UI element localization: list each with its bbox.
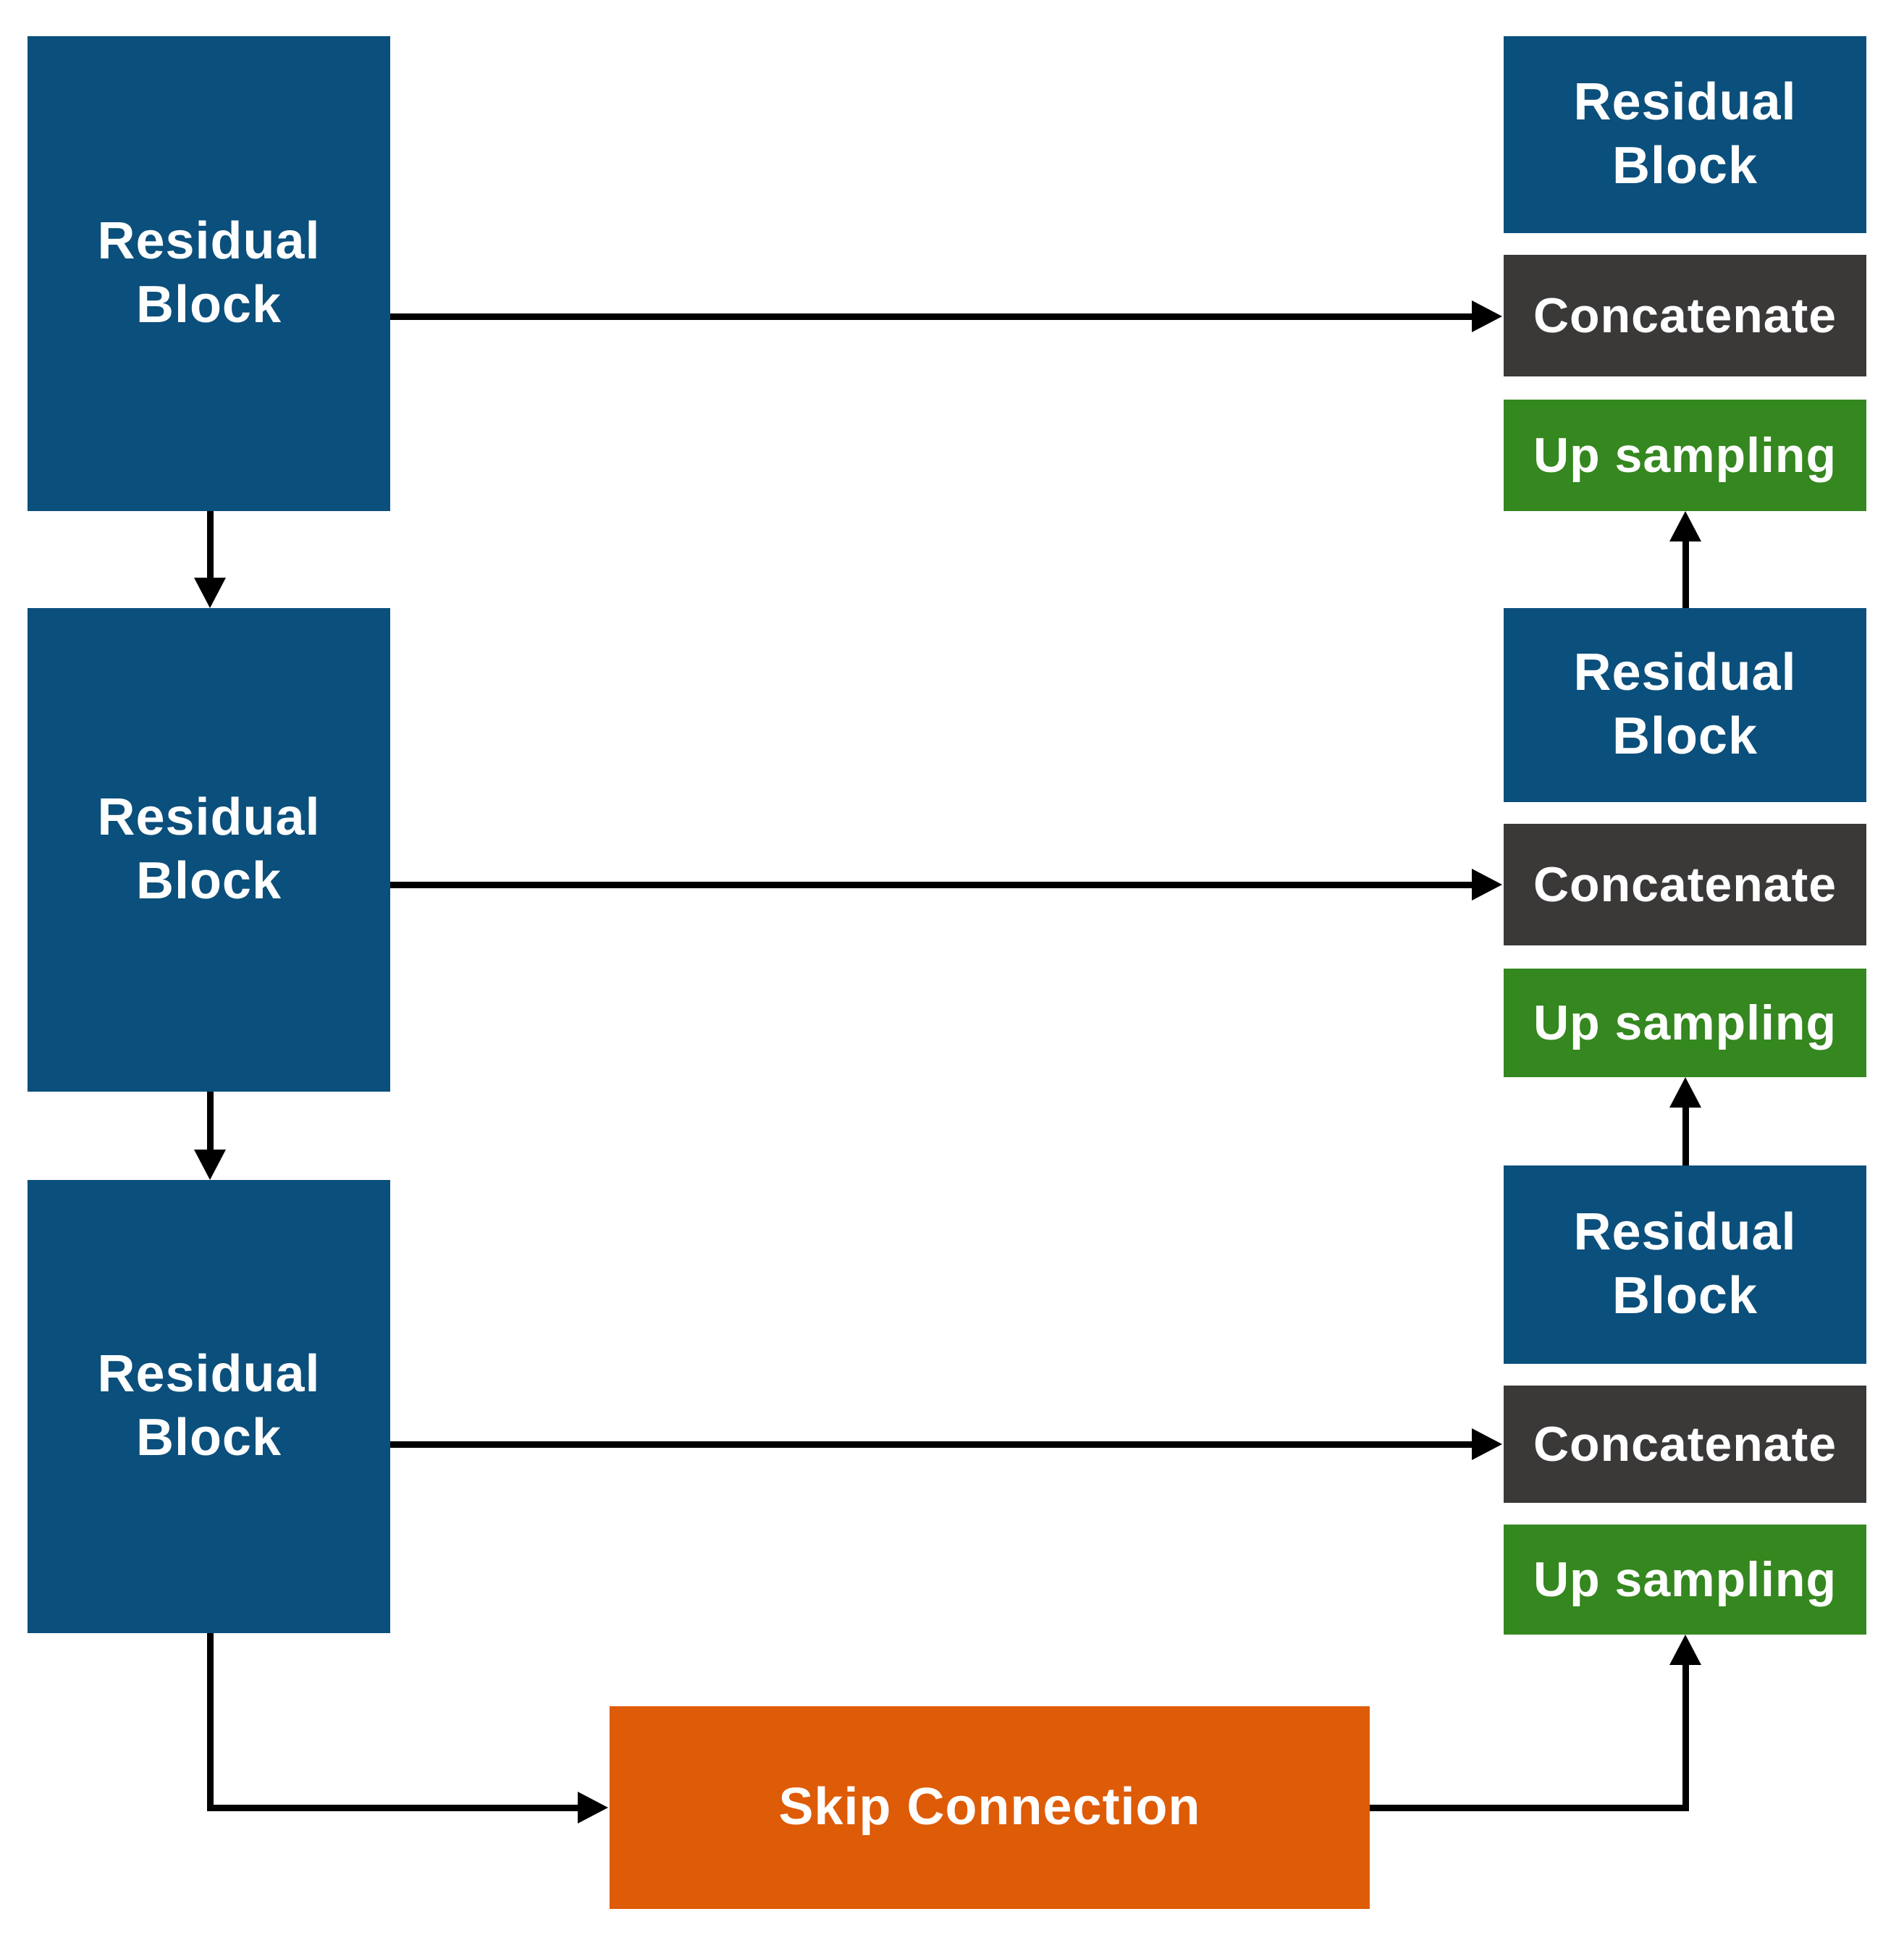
concatenate-box-1: Concatenate [1504,255,1866,376]
decoder-residual-block-2-label: Residual Block [1573,644,1797,765]
arrow-shaft [1682,1664,1689,1811]
encoder-residual-block-2-label: Residual Block [97,788,321,910]
arrow-head-down-icon [194,578,226,608]
concatenate-box-2: Concatenate [1504,824,1866,945]
arrow-shaft [390,313,1473,320]
concatenate-box-2-label: Concatenate [1533,856,1837,912]
arrow-shaft [207,1805,579,1811]
encoder-residual-block-3: Residual Block [28,1180,390,1633]
arrow-head-down-icon [194,1150,226,1180]
arrow-shaft [207,1633,214,1811]
decoder-residual-block-3-label: Residual Block [1573,1203,1797,1325]
up-sampling-box-3-label: Up sampling [1533,1551,1837,1607]
concatenate-box-1-label: Concatenate [1533,287,1837,343]
arrow-head-up-icon [1669,1635,1701,1665]
arrow-shaft [1682,540,1689,608]
decoder-residual-block-2: Residual Block [1504,608,1866,802]
skip-connection-box: Skip Connection [610,1706,1370,1909]
arrow-shaft [1682,1106,1689,1165]
up-sampling-box-1: Up sampling [1504,400,1866,511]
encoder-residual-block-1: Residual Block [28,36,390,511]
up-sampling-box-1-label: Up sampling [1533,427,1837,483]
up-sampling-box-3: Up sampling [1504,1525,1866,1635]
up-sampling-box-2-label: Up sampling [1533,995,1837,1050]
arrow-head-up-icon [1669,1077,1701,1108]
arrow-head-up-icon [1669,511,1701,541]
arrow-shaft [1370,1805,1689,1811]
arrow-shaft [207,1092,214,1151]
arrow-head-right-icon [1472,1428,1502,1460]
decoder-residual-block-1: Residual Block [1504,36,1866,233]
concatenate-box-3: Concatenate [1504,1386,1866,1503]
arrow-shaft [390,1441,1473,1448]
encoder-residual-block-1-label: Residual Block [97,212,321,334]
arrow-head-right-icon [1472,869,1502,901]
encoder-residual-block-2: Residual Block [28,608,390,1092]
concatenate-box-3-label: Concatenate [1533,1416,1837,1472]
arrow-shaft [207,511,214,581]
encoder-residual-block-3-label: Residual Block [97,1345,321,1467]
skip-connection-label: Skip Connection [778,1778,1201,1837]
decoder-residual-block-3: Residual Block [1504,1165,1866,1364]
arrow-head-right-icon [578,1792,608,1824]
arrow-shaft [390,882,1473,888]
up-sampling-box-2: Up sampling [1504,969,1866,1077]
decoder-residual-block-1-label: Residual Block [1573,73,1797,195]
arrow-head-right-icon [1472,300,1502,332]
